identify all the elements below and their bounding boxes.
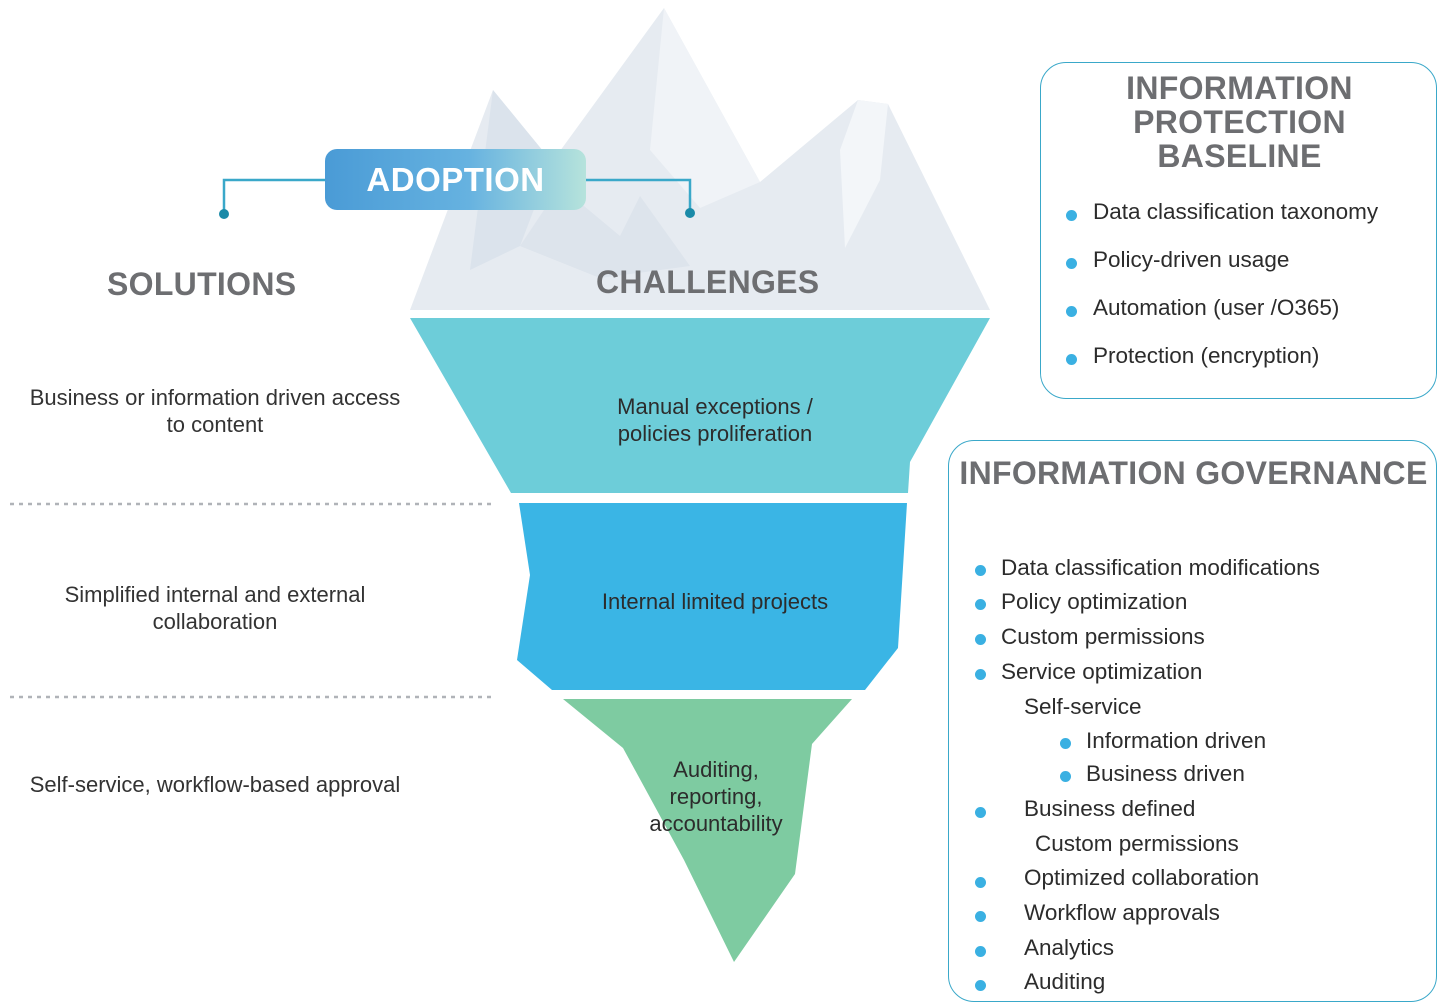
governance-item-10: Optimized collaboration [1024, 865, 1260, 890]
baseline-title-line-3: BASELINE [1157, 138, 1322, 174]
governance-item-11: Workflow approvals [1024, 900, 1220, 925]
baseline-item-3: Automation (user /O365) [1093, 295, 1340, 320]
bullet-dot [975, 911, 986, 922]
solution-text-1: Business or information driven access to… [29, 385, 401, 437]
adoption-badge: ADOPTION [325, 149, 586, 210]
bullet-dot [975, 877, 986, 888]
challenge-text-3: Auditing, reporting, accountability [649, 757, 783, 836]
adoption-connector-left [222, 178, 325, 214]
iceberg-layer-3 [563, 699, 852, 962]
bullet-dot [1066, 210, 1077, 221]
governance-card: INFORMATION GOVERNANCE Data classificati… [948, 440, 1437, 1002]
solution-text-3: Self-service, workflow-based approval [29, 772, 401, 797]
connector-dot-right [685, 208, 695, 218]
protection-baseline-card: INFORMATION PROTECTION BASELINE Data cla… [1040, 62, 1437, 399]
challenge-text-1: Manual exceptions / policies proliferati… [617, 394, 813, 446]
bullet-dot [975, 634, 986, 645]
governance-item-1: Data classification modifications [1001, 555, 1320, 580]
governance-item-7: Business driven [1086, 761, 1245, 786]
iceberg-peak-shade [840, 100, 888, 248]
governance-title: INFORMATION GOVERNANCE [959, 455, 1428, 491]
bullet-dot [1066, 258, 1077, 269]
iceberg-layer-2 [517, 503, 907, 690]
adoption-label: ADOPTION [366, 160, 545, 198]
adoption-connector-right [586, 178, 692, 213]
bullet-dot [975, 807, 986, 818]
bullet-dot [975, 599, 986, 610]
solutions-heading: SOLUTIONS [107, 266, 297, 302]
governance-item-12: Analytics [1024, 935, 1115, 960]
challenge-text-2: Internal limited projects [601, 589, 829, 614]
governance-item-6: Information driven [1086, 728, 1267, 753]
governance-item-4: Service optimization [1001, 659, 1203, 684]
bullet-dot [975, 669, 986, 680]
protection-baseline-title: INFORMATION PROTECTION BASELINE [1041, 71, 1438, 173]
governance-item-5: Self-service [1024, 694, 1142, 719]
baseline-title-line-1: INFORMATION [1126, 70, 1353, 106]
governance-item-2: Policy optimization [1001, 589, 1188, 614]
bullet-dot [975, 980, 986, 991]
baseline-title-line-2: PROTECTION [1133, 104, 1346, 140]
challenges-heading: CHALLENGES [596, 264, 820, 300]
governance-item-9: Custom permissions [1035, 831, 1239, 856]
bullet-dot [975, 565, 986, 576]
baseline-item-4: Protection (encryption) [1093, 343, 1320, 368]
iceberg-peak-shade [650, 8, 760, 208]
iceberg-layer-1 [410, 318, 990, 493]
bullet-dot [1060, 771, 1071, 782]
governance-item-13: Auditing [1024, 969, 1106, 994]
bullet-dot [975, 946, 986, 957]
connector-dot-left [219, 209, 229, 219]
governance-item-8: Business defined [1024, 796, 1196, 821]
governance-item-3: Custom permissions [1001, 624, 1205, 649]
bullet-dot [1066, 306, 1077, 317]
bullet-dot [1066, 354, 1077, 365]
solution-text-2: Simplified internal and external collabo… [64, 582, 366, 634]
bullet-dot [1060, 738, 1071, 749]
baseline-item-2: Policy-driven usage [1093, 247, 1290, 272]
baseline-item-1: Data classification taxonomy [1093, 199, 1379, 224]
